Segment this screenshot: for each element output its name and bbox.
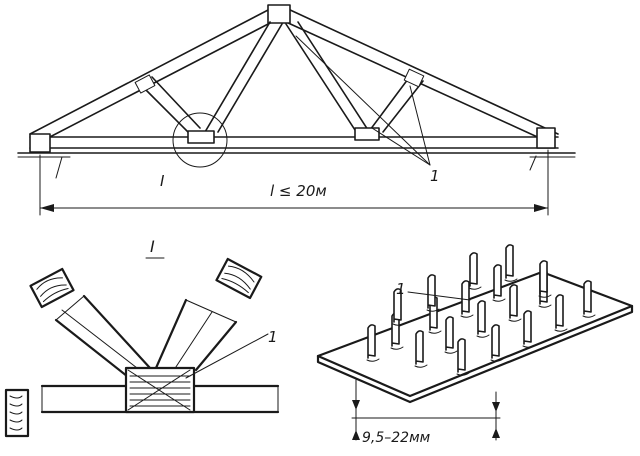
top-chord-left [29,8,273,141]
plate-tooth-slot [414,364,428,368]
web-right-inner [285,21,369,131]
plate-tooth [367,324,376,359]
top-chord-right [285,8,559,141]
plate-teeth [366,244,596,376]
plate-tooth-slot [538,304,552,308]
plate-tooth-slot [456,372,470,376]
member-callout-label: 1 [430,167,440,185]
plate-tooth [445,316,454,351]
plate-tooth-slot [428,330,442,334]
member-callout-leaders [295,35,431,166]
plate-tooth-slot [538,294,552,298]
node-detail: I [4,237,280,438]
support-tick-left [55,156,63,179]
plate-tooth [457,338,466,373]
section-left-diagonal [29,267,75,309]
tooth-height-label: 9,5–22мм [362,430,431,446]
plate-tooth [415,330,424,365]
section-right-diagonal [215,257,263,300]
span-dimension [39,149,549,216]
plate-callout-label: 1 [396,280,406,298]
plate-tooth-slot [508,318,522,322]
plate-tooth-slot [492,298,506,302]
ridge-block [267,4,291,24]
detail-left-diagonal [54,294,152,382]
node-detail-title: I [150,237,155,256]
bottom-node-plate-left [187,130,215,144]
plate-tooth [505,244,514,279]
heel-block-right [536,127,556,149]
heel-block-left [29,133,51,153]
toothed-plate: 1 9,5–22мм [316,244,634,446]
plate-tooth [493,264,502,299]
truss-elevation: I 1 l ≤ 20м [17,4,576,216]
tooth-height-dimension [351,379,501,441]
plate-tooth-slot [366,358,380,362]
plate-tooth [583,280,592,315]
top-chord-plate-left [134,74,156,94]
node-i-circle [172,112,228,168]
plate-tooth [539,260,548,295]
plate-tooth-slot [582,314,596,318]
detail-callout-leader [185,333,269,379]
plate-tooth-slot [468,286,482,290]
plate-callout-leader [407,291,471,301]
top-chord-plate-right [403,68,425,88]
plate-tooth-slot [426,308,440,312]
plate-edge [316,304,634,404]
detail-gusset-plate [124,366,196,414]
plate-tooth [491,324,500,359]
plate-tooth-slot [476,334,490,338]
plate-tooth [427,274,436,309]
plate-tooth [461,280,470,315]
plate-tooth [393,288,402,323]
web-left-outer [139,76,201,133]
plate-tooth-slot [460,314,474,318]
plate-tooth-slot [392,322,406,326]
plate-tooth [509,284,518,319]
web-left-inner [204,21,283,133]
bottom-node-plate-right [354,127,380,141]
span-label: l ≤ 20м [270,182,327,200]
plate-tooth [523,310,532,345]
node-i-label: I [160,172,165,190]
plate-tooth-slot [522,344,536,348]
section-bottom-chord [4,388,30,438]
plate-tooth [477,300,486,335]
detail-right-diagonal [154,298,238,377]
plate-tooth-slot [390,346,404,350]
bottom-chord [29,136,559,149]
plate-tooth [555,294,564,329]
plate-tooth-slot [490,358,504,362]
plate-tooth [469,252,478,287]
plate-tooth-slot [444,350,458,354]
support-tick-right [529,155,537,171]
detail-callout-label: 1 [268,328,278,346]
plate-tooth-slot [554,328,568,332]
web-right-outer [369,74,424,133]
plate-tooth-slot [504,278,518,282]
